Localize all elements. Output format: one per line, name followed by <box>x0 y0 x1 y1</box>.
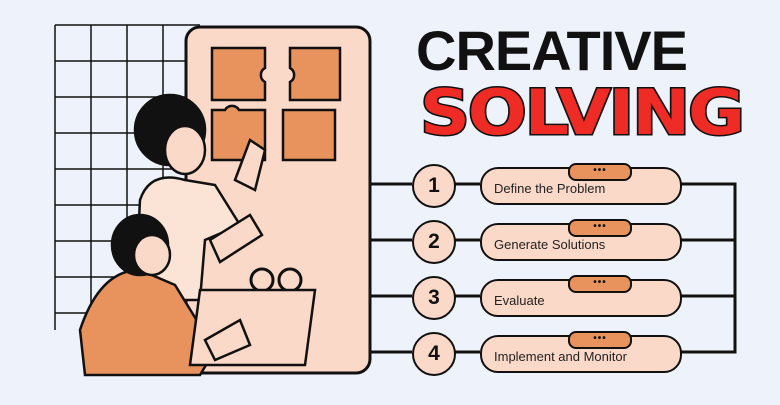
step-pill: •••Implement and Monitor <box>480 331 682 373</box>
step-number: 2 <box>412 220 456 264</box>
step-label: Define the Problem <box>494 181 606 196</box>
more-dots-icon: ••• <box>568 331 632 349</box>
step-pill: ••• Evaluate <box>480 275 682 317</box>
more-dots-icon: ••• <box>568 163 632 181</box>
step-label: Implement and Monitor <box>494 349 627 364</box>
step-number: 1 <box>412 164 456 208</box>
person-sitting <box>78 213 317 377</box>
step-label: Evaluate <box>494 293 545 308</box>
step-2: 2 •••Generate Solutions <box>412 219 742 264</box>
step-pill: •••Define the Problem <box>480 163 682 205</box>
step-number: 4 <box>412 332 456 376</box>
more-dots-icon: ••• <box>568 275 632 293</box>
step-1: 1 •••Define the Problem <box>412 163 742 208</box>
title-solving: SOLVING <box>418 75 746 151</box>
step-3: 3 ••• Evaluate <box>412 275 742 320</box>
step-4: 4 •••Implement and Monitor <box>412 331 742 376</box>
title-creative: CREATIVE <box>416 19 688 82</box>
connector-lines <box>370 182 737 354</box>
laptop <box>188 288 317 367</box>
step-number: 3 <box>412 276 456 320</box>
step-pill: •••Generate Solutions <box>480 219 682 261</box>
more-dots-icon: ••• <box>568 219 632 237</box>
person-standing <box>133 93 267 302</box>
step-label: Generate Solutions <box>494 237 606 252</box>
